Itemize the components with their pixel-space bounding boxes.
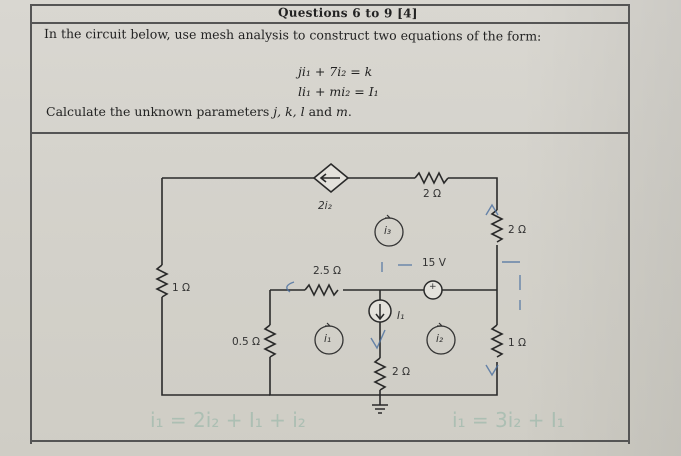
- table-header-rule: [30, 22, 630, 24]
- resistor-top-2ohm: [414, 171, 449, 185]
- table-left-rule: [30, 4, 32, 444]
- table-top-rule: [30, 4, 630, 6]
- label-r-half: 0.5 Ω: [232, 336, 261, 348]
- resistor-1ohm: [155, 264, 169, 298]
- handwriting-right: i₁ = 3i₂ + I₁: [452, 408, 565, 432]
- label-r-right-bot: 1 Ω: [508, 337, 527, 349]
- table-bottom-rule: [30, 440, 630, 442]
- resistor-right-1ohm: [490, 324, 504, 358]
- wire-top-right: [448, 177, 498, 210]
- calc-m: m: [336, 104, 348, 119]
- calc-and: and: [304, 104, 337, 119]
- wire-half-lower: [269, 357, 360, 396]
- wire-right-bottom: [360, 362, 498, 396]
- label-mesh-i2: i₂: [436, 333, 444, 345]
- resistor-right-2ohm: [490, 209, 504, 243]
- annotation-curl: [286, 281, 295, 293]
- resistor-bottom-2ohm: [373, 357, 387, 391]
- table-right-rule: [628, 4, 630, 444]
- annotation-right-dashes: [502, 261, 521, 310]
- calc-prefix: Calculate the unknown parameters: [46, 104, 274, 119]
- annotation-arrow-down: [485, 364, 499, 377]
- mesh-i2-arrow: [437, 322, 444, 327]
- label-current-source: I₁: [397, 310, 405, 322]
- ground-symbol: [372, 404, 388, 414]
- annotation-check: [370, 329, 386, 350]
- label-r-bottom: 2 Ω: [392, 366, 411, 378]
- dependent-source-arrow: [319, 173, 340, 183]
- equation-2: li₁ + mi₂ = I₁: [298, 84, 379, 99]
- equation-1: ji₁ + 7i₂ = k: [298, 64, 373, 79]
- page-shadow: [521, 0, 681, 456]
- resistor-0-5ohm: [263, 324, 277, 358]
- label-r-top: 2 Ω: [423, 188, 442, 200]
- table-section-rule: [30, 132, 630, 134]
- voltage-source-circle: [423, 280, 443, 300]
- calculate-instruction: Calculate the unknown parameters j, k, l…: [46, 104, 352, 119]
- annotation-arrow-up: [485, 203, 499, 216]
- current-source-arrow: [375, 304, 385, 321]
- label-mesh-i3: i₃: [384, 225, 392, 237]
- wire-left-lower: [161, 297, 270, 396]
- calc-end: .: [347, 104, 352, 119]
- label-dependent-source: 2i₂: [318, 200, 332, 212]
- mesh-i1-arrow: [325, 322, 332, 327]
- calc-vars: j, k, l: [273, 104, 305, 119]
- label-voltage-plus: +: [429, 282, 437, 292]
- handwriting-left: i₁ = 2i₂ + I₁ + i₂: [150, 408, 306, 432]
- label-r-right-top: 2 Ω: [508, 224, 527, 236]
- mesh-i3-arrow: [385, 214, 392, 219]
- resistor-2-5ohm: [304, 283, 339, 297]
- label-voltage-source: 15 V: [422, 257, 446, 269]
- label-mesh-i1: i₁: [324, 333, 332, 345]
- label-r-left: 1 Ω: [172, 282, 191, 294]
- label-r-2-5: 2.5 Ω: [313, 265, 342, 277]
